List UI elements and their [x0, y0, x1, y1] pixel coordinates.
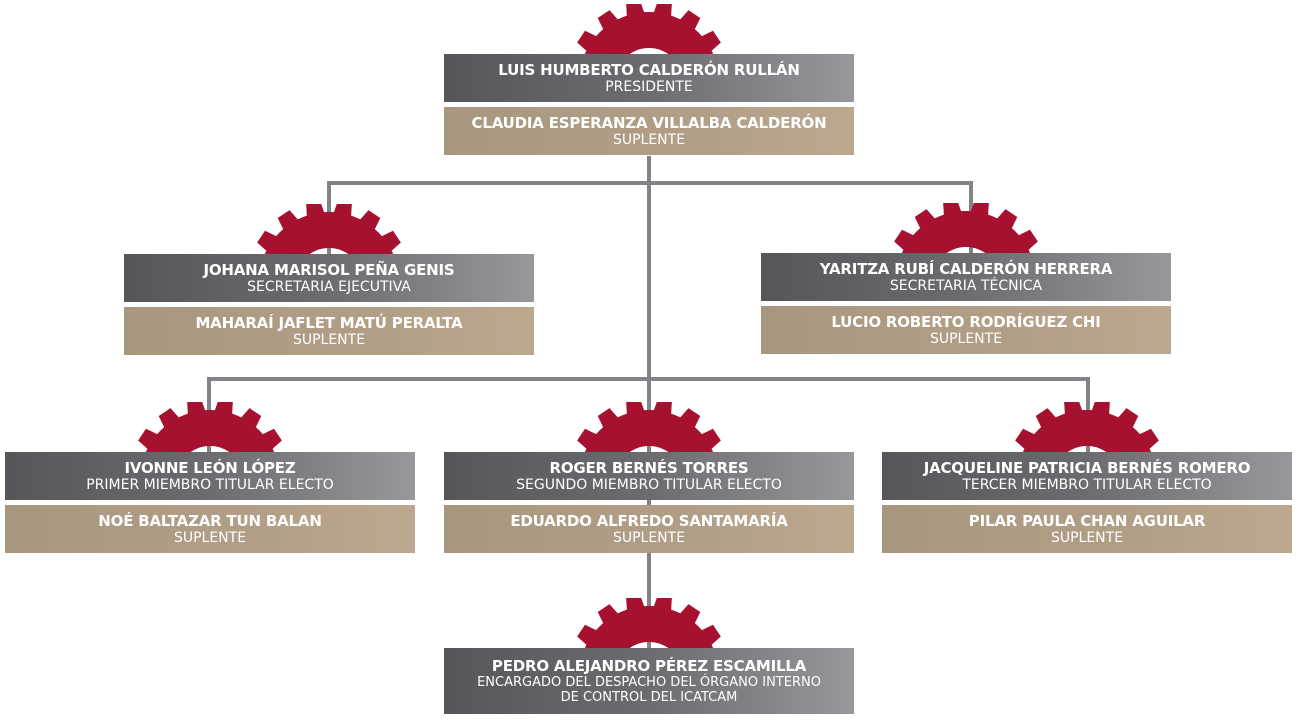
titular-box: ROGER BERNÉS TORRES SEGUNDO MIEMBRO TITU… — [444, 452, 854, 500]
titular-name: JOHANA MARISOL PEÑA GENIS — [203, 260, 455, 279]
titular-name: IVONNE LEÓN LÓPEZ — [124, 458, 296, 477]
suplente-box: LUCIO ROBERTO RODRÍGUEZ CHI SUPLENTE — [761, 306, 1171, 354]
suplente-name: MAHARAÍ JAFLET MATÚ PERALTA — [195, 313, 463, 332]
node-organo-interno-control: PEDRO ALEJANDRO PÉREZ ESCAMILLA ENCARGAD… — [444, 598, 854, 714]
titular-name: LUIS HUMBERTO CALDERÓN RULLÁN — [498, 60, 800, 79]
suplente-name: CLAUDIA ESPERANZA VILLALBA CALDERÓN — [471, 113, 827, 132]
titular-box: PEDRO ALEJANDRO PÉREZ ESCAMILLA ENCARGAD… — [444, 648, 854, 714]
suplente-box: EDUARDO ALFREDO SANTAMARÍA SUPLENTE — [444, 505, 854, 553]
suplente-name: EDUARDO ALFREDO SANTAMARÍA — [510, 511, 788, 530]
node-primer-miembro: IVONNE LEÓN LÓPEZ PRIMER MIEMBRO TITULAR… — [5, 402, 415, 553]
titular-name: ROGER BERNÉS TORRES — [549, 458, 749, 477]
titular-box: LUIS HUMBERTO CALDERÓN RULLÁN PRESIDENTE — [444, 54, 854, 102]
titular-role-line-1: ENCARGADO DEL DESPACHO DEL ÓRGANO INTERN… — [477, 674, 821, 690]
titular-role: PRIMER MIEMBRO TITULAR ELECTO — [86, 476, 334, 493]
node-secretaria-ejecutiva: JOHANA MARISOL PEÑA GENIS SECRETARIA EJE… — [124, 204, 534, 355]
suplente-role: SUPLENTE — [612, 529, 686, 546]
suplente-box: MAHARAÍ JAFLET MATÚ PERALTA SUPLENTE — [124, 307, 534, 355]
gear-icon — [249, 204, 409, 264]
suplente-name: LUCIO ROBERTO RODRÍGUEZ CHI — [831, 312, 1101, 331]
titular-role: SECRETARIA EJECUTIVA — [247, 278, 411, 295]
suplente-box: PILAR PAULA CHAN AGUILAR SUPLENTE — [882, 505, 1292, 553]
suplente-role: SUPLENTE — [612, 131, 686, 148]
titular-name: JACQUELINE PATRICIA BERNÉS ROMERO — [923, 458, 1251, 477]
node-segundo-miembro: ROGER BERNÉS TORRES SEGUNDO MIEMBRO TITU… — [444, 402, 854, 553]
gear-icon — [886, 203, 1046, 263]
gear-icon — [569, 598, 729, 658]
suplente-name: NOÉ BALTAZAR TUN BALAN — [98, 511, 322, 530]
gear-icon — [569, 4, 729, 64]
titular-role-line-2: DE CONTROL DEL ICATCAM — [560, 689, 738, 705]
suplente-box: CLAUDIA ESPERANZA VILLALBA CALDERÓN SUPL… — [444, 107, 854, 155]
suplente-role: SUPLENTE — [173, 529, 247, 546]
suplente-name: PILAR PAULA CHAN AGUILAR — [968, 511, 1206, 530]
titular-box: IVONNE LEÓN LÓPEZ PRIMER MIEMBRO TITULAR… — [5, 452, 415, 500]
node-tercer-miembro: JACQUELINE PATRICIA BERNÉS ROMERO TERCER… — [882, 402, 1292, 553]
titular-role: PRESIDENTE — [605, 78, 693, 95]
suplente-role: SUPLENTE — [929, 330, 1003, 347]
titular-box: JOHANA MARISOL PEÑA GENIS SECRETARIA EJE… — [124, 254, 534, 302]
gear-icon — [130, 402, 290, 462]
gear-icon — [569, 402, 729, 462]
titular-name: YARITZA RUBÍ CALDERÓN HERRERA — [819, 259, 1113, 278]
suplente-role: SUPLENTE — [292, 331, 366, 348]
titular-box: YARITZA RUBÍ CALDERÓN HERRERA SECRETARIA… — [761, 253, 1171, 301]
titular-name: PEDRO ALEJANDRO PÉREZ ESCAMILLA — [491, 656, 807, 675]
suplente-role: SUPLENTE — [1050, 529, 1124, 546]
titular-role: SEGUNDO MIEMBRO TITULAR ELECTO — [516, 476, 782, 493]
gear-icon — [1007, 402, 1167, 462]
titular-box: JACQUELINE PATRICIA BERNÉS ROMERO TERCER… — [882, 452, 1292, 500]
suplente-box: NOÉ BALTAZAR TUN BALAN SUPLENTE — [5, 505, 415, 553]
node-president: LUIS HUMBERTO CALDERÓN RULLÁN PRESIDENTE… — [444, 4, 854, 155]
titular-role: TERCER MIEMBRO TITULAR ELECTO — [962, 476, 1212, 493]
titular-role: SECRETARIA TÉCNICA — [889, 277, 1043, 294]
node-secretaria-tecnica: YARITZA RUBÍ CALDERÓN HERRERA SECRETARIA… — [761, 203, 1171, 354]
